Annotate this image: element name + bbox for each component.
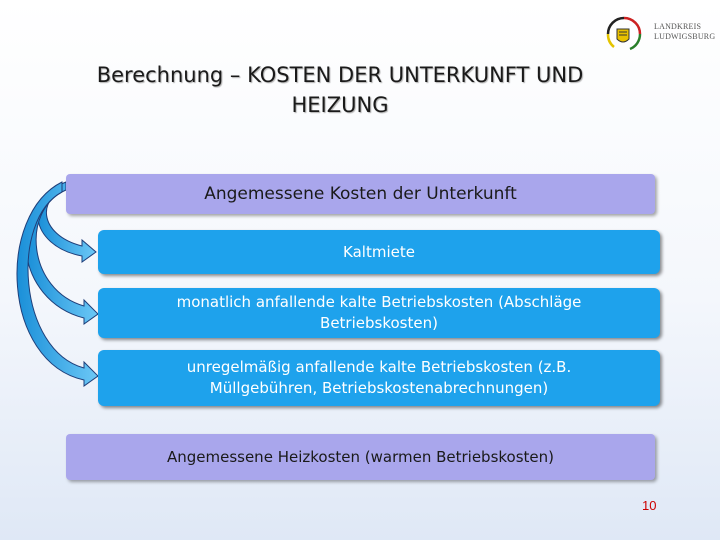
page-number: 10 (642, 498, 657, 513)
title-line2: HEIZUNG (291, 93, 389, 117)
box-kaltmiete: Kaltmiete (98, 230, 660, 274)
slide-title: Berechnung – KOSTEN DER UNTERKUNFT UND H… (40, 60, 640, 120)
logo-line1: LANDKREIS (654, 22, 702, 31)
box-unterkunft: Angemessene Kosten der Unterkunft (66, 174, 655, 214)
curved-arrow-unregelmaessig-icon (16, 181, 99, 387)
landkreis-logo: LANDKREIS LUDWIGSBURG (600, 14, 715, 54)
title-line1: Berechnung – KOSTEN DER UNTERKUNFT UND (96, 63, 584, 87)
box-unregelmaessig: unregelmäßig anfallende kalte Betriebsko… (98, 350, 660, 406)
box-heizkosten: Angemessene Heizkosten (warmen Betriebsk… (66, 434, 655, 480)
box-kaltmiete-label: Kaltmiete (343, 243, 415, 261)
logo-line2: LUDWIGSBURG (654, 32, 716, 41)
box-unregelmaessig-label: unregelmäßig anfallende kalte Betriebsko… (186, 358, 572, 397)
landkreis-emblem-icon (606, 16, 642, 51)
box-betriebskosten-label: monatlich anfallende kalte Betriebskoste… (176, 293, 582, 332)
box-betriebskosten: monatlich anfallende kalte Betriebskoste… (98, 288, 660, 338)
box-heizkosten-label: Angemessene Heizkosten (warmen Betriebsk… (166, 448, 555, 466)
logo-text: LANDKREIS LUDWIGSBURG (654, 22, 715, 42)
box-unterkunft-label: Angemessene Kosten der Unterkunft (204, 184, 517, 204)
